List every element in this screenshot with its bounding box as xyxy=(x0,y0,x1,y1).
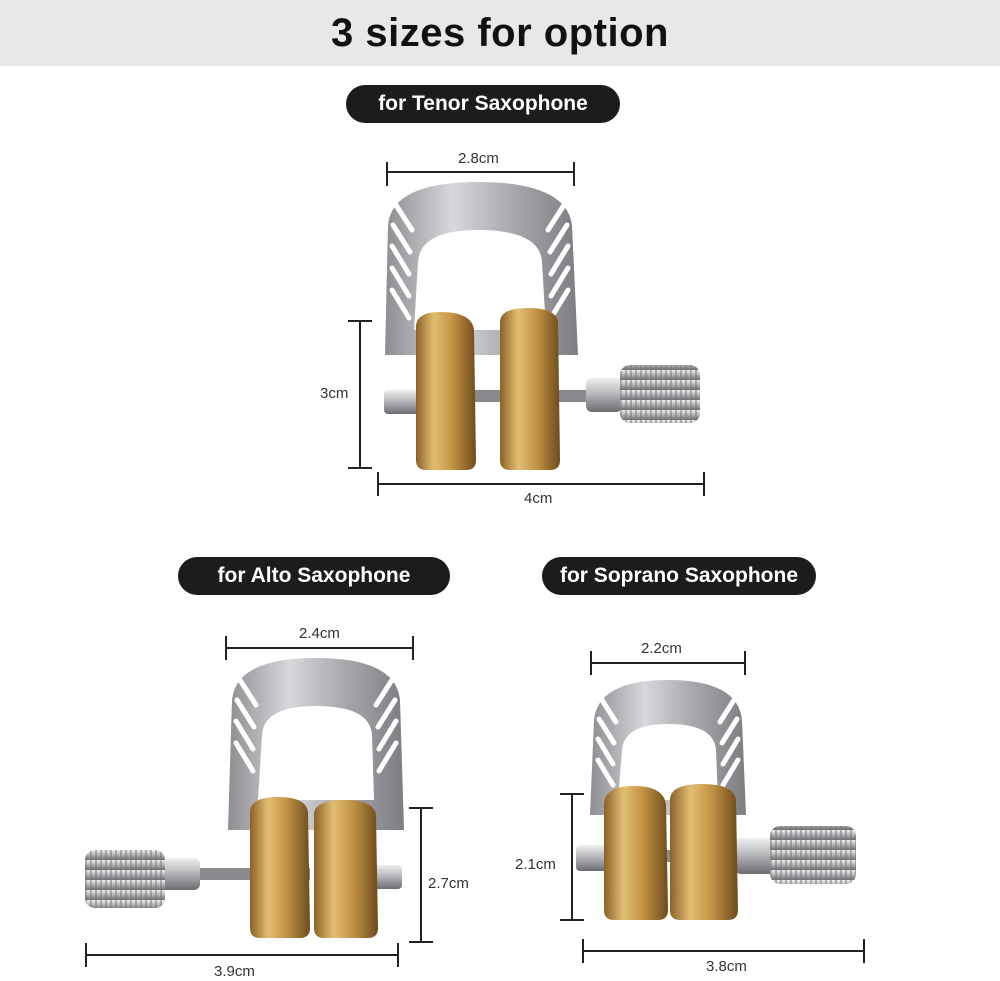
page-title: 3 sizes for option xyxy=(331,10,669,55)
header-banner: 3 sizes for option xyxy=(0,0,1000,66)
soprano-label-pill: for Soprano Saxophone xyxy=(542,557,816,595)
alto-ligature-image xyxy=(85,658,404,938)
tenor-ligature-image xyxy=(384,182,700,470)
soprano-ligature-image xyxy=(576,680,856,920)
alto-label-pill: for Alto Saxophone xyxy=(178,557,450,595)
alto-length-dimension: 3.9cm xyxy=(214,963,255,980)
tenor-label-pill: for Tenor Saxophone xyxy=(346,85,620,123)
tenor-width-dimension: 2.8cm xyxy=(458,150,499,167)
tenor-length-dimension: 4cm xyxy=(524,490,553,507)
soprano-height-dimension: 2.1cm xyxy=(515,856,556,873)
dimension-lines xyxy=(85,162,865,967)
soprano-length-dimension: 3.8cm xyxy=(706,958,747,975)
soprano-width-dimension: 2.2cm xyxy=(641,640,682,657)
alto-width-dimension: 2.4cm xyxy=(299,625,340,642)
tenor-height-dimension: 3cm xyxy=(320,385,349,402)
alto-height-dimension: 2.7cm xyxy=(428,875,469,892)
